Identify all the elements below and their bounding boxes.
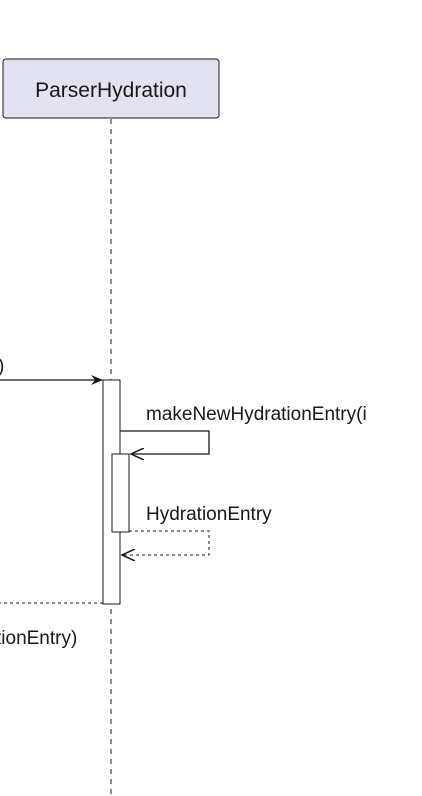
self-return-arrow bbox=[122, 530, 210, 555]
activation-bar-inner bbox=[111, 453, 130, 533]
self-call-arrow bbox=[120, 430, 210, 454]
participant-label: ParserHydration bbox=[35, 79, 187, 102]
incoming-call-label: ) bbox=[0, 356, 4, 377]
self-return-label: HydrationEntry bbox=[146, 504, 272, 525]
participant-parser-hydration: ParserHydration bbox=[2, 58, 220, 119]
outgoing-return-label: tionEntry) bbox=[0, 628, 77, 649]
participant-box bbox=[2, 58, 220, 119]
self-call-label: makeNewHydrationEntry(i bbox=[146, 404, 367, 425]
